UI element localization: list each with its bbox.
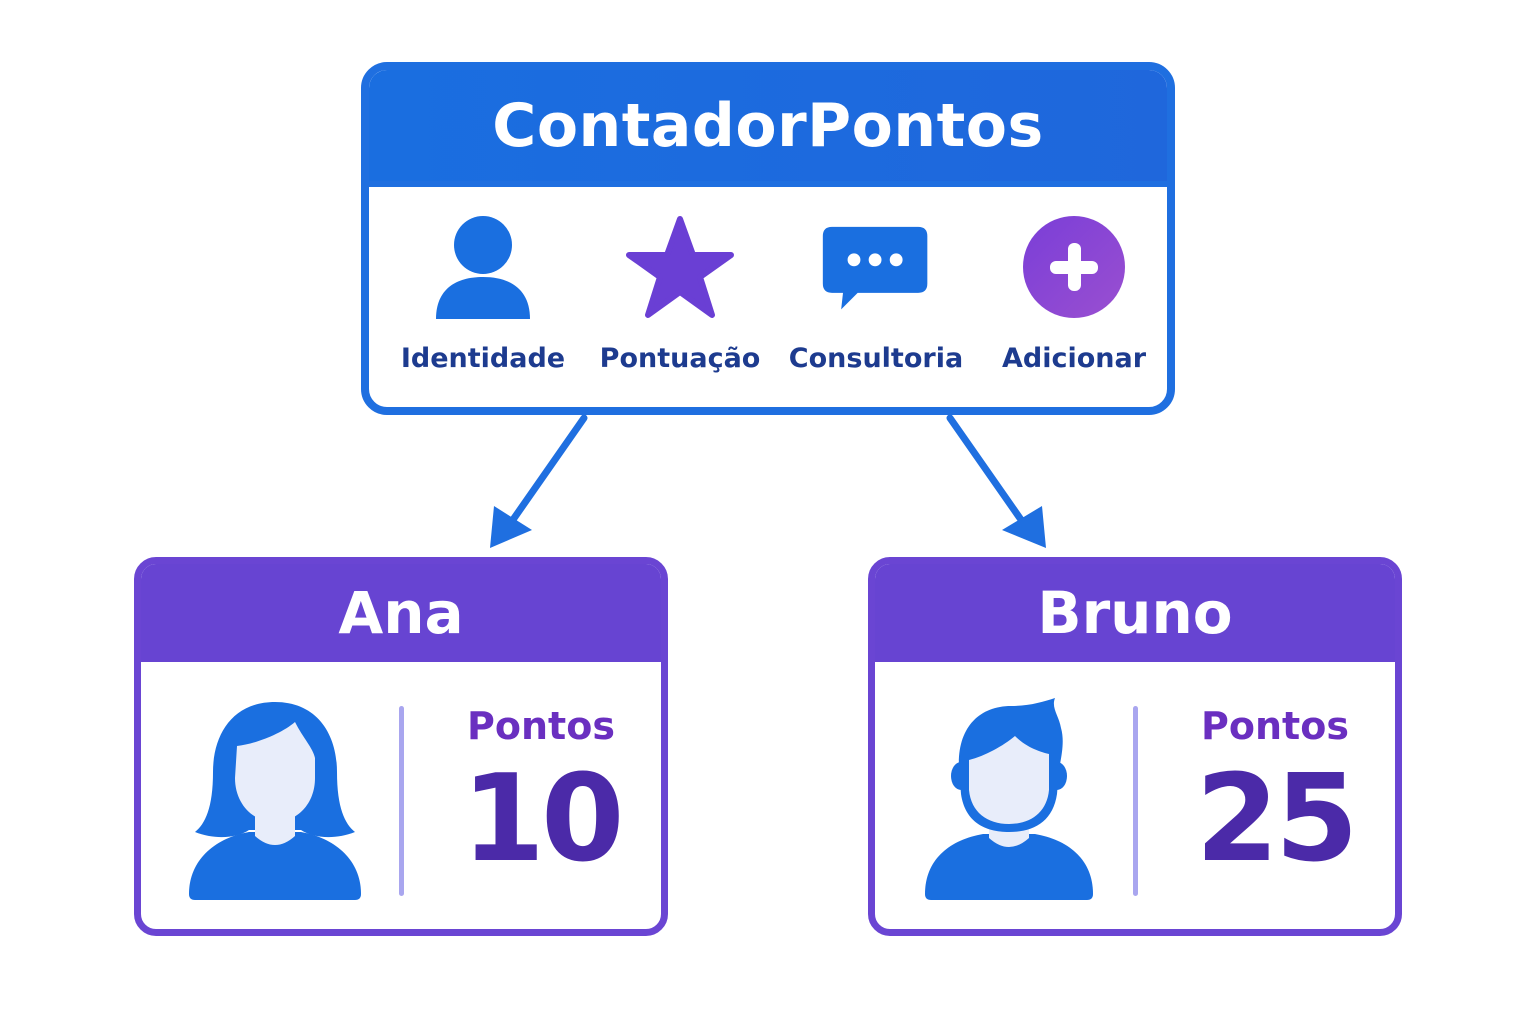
user-icon [428,215,538,323]
object-body: Pontos 25 [875,662,1395,929]
points-value: 10 [461,750,625,889]
object-card-bruno: Bruno Pontos 25 [868,557,1402,936]
chat-bubble-icon [821,215,931,323]
feature-label: Adicionar [1001,343,1147,374]
feature-label: Pontuação [599,343,761,374]
feature-identidade: Identidade [388,215,578,374]
feature-pontuacao: Pontuação [585,215,775,374]
female-avatar-icon [185,698,365,902]
object-body: Pontos 10 [141,662,661,929]
class-body: Identidade Pontuação [369,187,1167,407]
male-avatar-icon [919,698,1099,902]
divider [1133,706,1138,896]
feature-label: Identidade [400,343,566,374]
object-header: Ana [141,564,661,662]
points-label: Pontos [1201,704,1349,748]
class-header: ContadorPontos [369,70,1167,187]
object-name: Bruno [1037,579,1233,647]
plus-circle-icon [1019,215,1129,323]
star-icon [625,215,735,323]
arrow-to-bruno [946,414,1046,548]
divider [399,706,404,896]
object-name: Ana [338,579,464,647]
feature-consultoria: Consultoria [781,215,971,374]
object-header: Bruno [875,564,1395,662]
class-title: ContadorPontos [492,90,1044,161]
points-value: 25 [1195,750,1359,889]
class-box: ContadorPontos Identidade Pontua [361,62,1175,415]
arrow-to-ana [490,414,588,548]
feature-label: Consultoria [788,343,964,374]
object-card-ana: Ana Pontos 10 [134,557,668,936]
feature-adicionar: Adicionar [979,215,1167,374]
points-label: Pontos [467,704,615,748]
